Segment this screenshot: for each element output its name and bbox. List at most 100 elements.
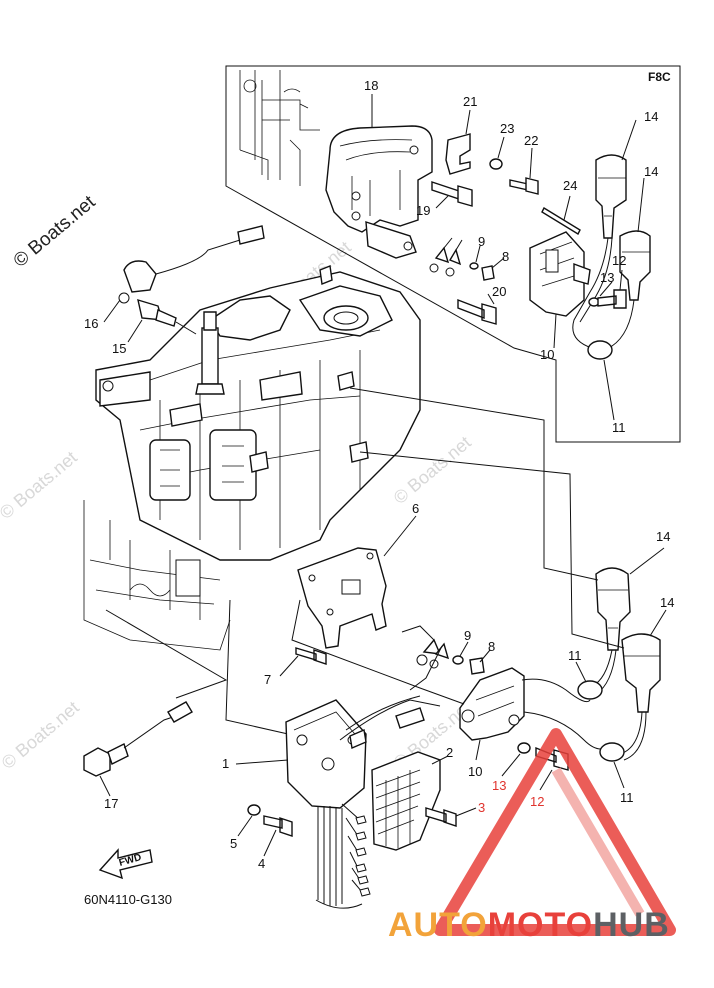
label-5: 5 bbox=[230, 836, 237, 851]
watermark-text: © Boats.net bbox=[0, 447, 81, 523]
part-19-bolt bbox=[431, 181, 473, 207]
label-3: 3 bbox=[478, 800, 485, 815]
leader-19 bbox=[435, 195, 449, 209]
label-9: 9 bbox=[464, 628, 471, 643]
label-14-inset-b: 14 bbox=[644, 164, 658, 179]
leader-6 bbox=[383, 515, 417, 557]
part-15-sensor bbox=[137, 298, 197, 335]
part-10-coil bbox=[459, 667, 607, 750]
label-11-b: 11 bbox=[620, 790, 634, 805]
part-1-cdi-unit bbox=[285, 695, 441, 809]
label-8: 8 bbox=[488, 639, 495, 654]
leader-13 bbox=[501, 753, 521, 777]
label-17: 17 bbox=[104, 796, 118, 811]
wire-harness bbox=[315, 803, 371, 909]
part-18-bracket bbox=[325, 125, 433, 259]
label-14-inset-a: 14 bbox=[644, 109, 658, 124]
part-14-cap bbox=[621, 633, 661, 713]
leader-8-inset bbox=[491, 257, 505, 269]
label-24: 24 bbox=[563, 178, 577, 193]
leader-24 bbox=[563, 195, 571, 221]
label-19: 19 bbox=[416, 203, 430, 218]
part-5-washer bbox=[247, 804, 261, 816]
leader-23 bbox=[497, 136, 505, 159]
part-11-grommet bbox=[577, 680, 603, 700]
leader-7 bbox=[279, 655, 299, 677]
leader-11 bbox=[613, 761, 625, 789]
part-14-cap-inset bbox=[619, 230, 651, 301]
label-12-inset: 12 bbox=[612, 253, 626, 268]
label-2: 2 bbox=[446, 745, 453, 760]
leader-14 bbox=[649, 609, 667, 637]
fwd-arrow-icon: FWD bbox=[98, 848, 153, 880]
part-14-cap bbox=[595, 567, 631, 651]
leader-10-inset bbox=[553, 313, 557, 349]
label-6: 6 bbox=[412, 501, 419, 516]
label-11-inset: 11 bbox=[612, 420, 626, 435]
label-20: 20 bbox=[492, 284, 506, 299]
part-14-cap-inset bbox=[595, 154, 627, 239]
label-9-inset: 9 bbox=[478, 234, 485, 249]
leader-17 bbox=[99, 775, 111, 797]
part-7-bolt bbox=[295, 647, 327, 665]
label-22: 22 bbox=[524, 133, 538, 148]
brand-moto: MOTO bbox=[488, 906, 593, 944]
inset-engine-sketch bbox=[239, 70, 320, 186]
part-2-rectifier bbox=[371, 751, 441, 851]
leader-21 bbox=[465, 109, 471, 135]
watermark-side: © Boats.net bbox=[10, 191, 100, 272]
leader-2 bbox=[431, 755, 449, 765]
lower-housing bbox=[83, 500, 231, 651]
inset-terminals bbox=[429, 237, 463, 277]
leader-14-inset bbox=[637, 177, 645, 233]
label-14-b: 14 bbox=[660, 595, 674, 610]
part-24-tie bbox=[541, 207, 581, 235]
part-12-bolt-inset bbox=[597, 289, 627, 309]
part-9-washer-inset bbox=[469, 262, 479, 270]
label-21: 21 bbox=[463, 94, 477, 109]
part-8-nut-inset bbox=[481, 265, 495, 281]
part-6-plate bbox=[297, 547, 387, 649]
part-4-bolt bbox=[263, 815, 293, 837]
leader-8 bbox=[479, 649, 491, 663]
part-code: 60N4110-G130 bbox=[84, 892, 172, 907]
label-12: 12 bbox=[530, 794, 544, 809]
part-17-sensor bbox=[83, 701, 193, 777]
part-23-washer bbox=[489, 158, 503, 170]
part-9-washer bbox=[452, 655, 464, 665]
part-11-grommet bbox=[599, 742, 625, 762]
main-terminals bbox=[401, 625, 450, 691]
leader-11-inset bbox=[603, 359, 615, 421]
lead-line bbox=[359, 451, 625, 649]
engine-block bbox=[95, 265, 421, 561]
leader-9-inset bbox=[475, 245, 481, 263]
watermark-text: © Boats.net bbox=[0, 697, 83, 773]
leader-1 bbox=[235, 759, 289, 765]
label-1: 1 bbox=[222, 756, 229, 771]
lead-line bbox=[225, 599, 289, 735]
part-16-plug-cap bbox=[118, 225, 265, 304]
leader-12-inset bbox=[619, 269, 623, 291]
leader-20 bbox=[487, 293, 495, 305]
label-15: 15 bbox=[112, 341, 126, 356]
part-11-grommet-inset bbox=[587, 340, 613, 360]
leader-10 bbox=[475, 739, 481, 761]
inset-frame bbox=[225, 65, 681, 443]
leader-9 bbox=[459, 641, 469, 657]
label-18: 18 bbox=[364, 78, 378, 93]
label-4: 4 bbox=[258, 856, 265, 871]
part-10-coil-inset bbox=[529, 231, 591, 317]
label-14-a: 14 bbox=[656, 529, 670, 544]
label-10-inset: 10 bbox=[540, 347, 554, 362]
lead-line bbox=[291, 599, 465, 705]
label-13: 13 bbox=[492, 778, 506, 793]
leader-16 bbox=[103, 299, 121, 323]
part-22-bolt bbox=[509, 177, 539, 195]
brand-hub: HUB bbox=[593, 906, 670, 944]
part-13-washer bbox=[517, 742, 531, 754]
leader-11 bbox=[575, 661, 587, 683]
leader-3 bbox=[455, 807, 477, 817]
leader-14 bbox=[629, 547, 665, 575]
brand-wordmark: AUTOMOTOHUB bbox=[388, 906, 670, 944]
